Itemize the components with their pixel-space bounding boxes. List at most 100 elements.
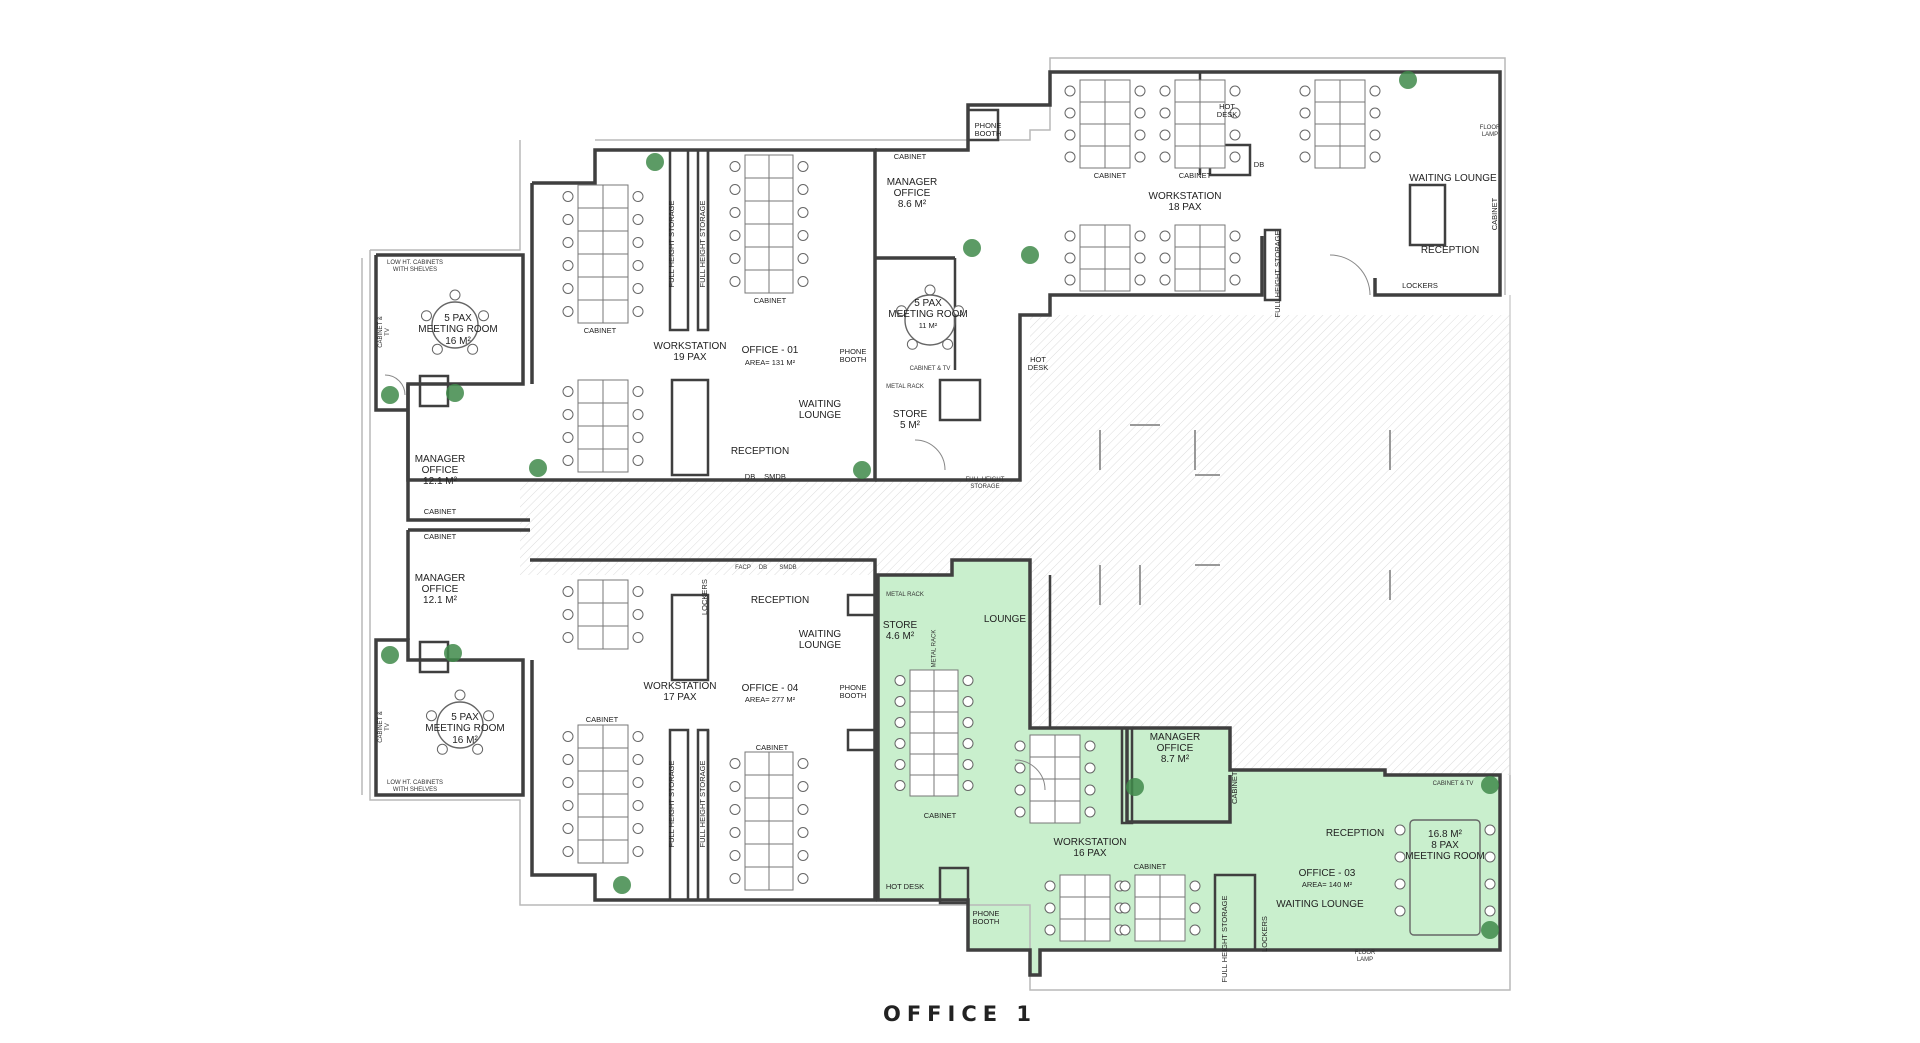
chair xyxy=(562,846,574,857)
desk xyxy=(602,299,629,324)
chair xyxy=(562,754,574,765)
desk xyxy=(1059,918,1086,942)
chair xyxy=(632,191,644,202)
office-01-waiting-lounge: WAITING LOUNGE xyxy=(798,399,842,421)
office-02-workstation: WORKSTATION 18 PAX xyxy=(1148,191,1222,213)
desk xyxy=(577,793,604,818)
office-04-lockers: LOCKERS xyxy=(700,579,709,615)
desk xyxy=(577,253,604,278)
desk xyxy=(744,820,770,845)
desk xyxy=(933,669,959,692)
desk xyxy=(577,839,604,864)
office-01-phone-booth: PHONE BOOTH xyxy=(839,347,867,364)
office-03-lockers: LOCKERS xyxy=(1260,916,1269,952)
desk xyxy=(1079,246,1106,270)
chair xyxy=(797,758,809,769)
desk xyxy=(768,269,794,294)
chair xyxy=(562,731,574,742)
desk xyxy=(1029,800,1056,824)
chair xyxy=(962,675,974,686)
chair xyxy=(562,800,574,811)
desk xyxy=(1314,145,1341,169)
desk xyxy=(602,770,629,795)
chair xyxy=(1084,806,1096,818)
chair xyxy=(562,586,574,597)
desk xyxy=(602,207,629,232)
office-04-facp: FACP xyxy=(735,565,751,571)
desk xyxy=(744,843,770,868)
low-cabinets-label-bottom: LOW HT. CABINETS WITH SHELVES xyxy=(386,780,443,793)
chair xyxy=(562,609,574,620)
chair xyxy=(632,609,644,620)
desk xyxy=(933,711,959,734)
chair xyxy=(1159,85,1171,97)
manager-office-a: MANAGER OFFICE 12.1 M² xyxy=(414,454,466,487)
chair xyxy=(436,743,448,755)
desk xyxy=(744,154,770,179)
desk xyxy=(1174,123,1201,147)
chair xyxy=(942,338,954,350)
chair xyxy=(729,161,741,172)
meeting-tables xyxy=(431,294,1481,936)
office-04-cabinet-1: CABINET xyxy=(585,715,619,724)
desk xyxy=(1079,224,1106,248)
chair xyxy=(1189,924,1201,936)
chair xyxy=(1484,905,1496,917)
chair xyxy=(632,386,644,397)
chair xyxy=(1159,274,1171,286)
office-03-name: OFFICE - 03 xyxy=(1298,868,1356,879)
desk xyxy=(577,299,604,324)
plant xyxy=(1481,921,1499,939)
office-03-metal-rack-2: METAL RACK xyxy=(931,629,938,668)
office-03-metal-rack: METAL RACK xyxy=(886,592,924,598)
chair xyxy=(1229,129,1241,141)
desk xyxy=(602,724,629,749)
office-03-floor-lamp: FLOOR LAMP xyxy=(1354,950,1376,963)
chair xyxy=(962,780,974,791)
desk xyxy=(909,732,935,755)
chair xyxy=(729,184,741,195)
office-04-area: AREA= 277 M² xyxy=(744,695,796,704)
desk xyxy=(768,774,794,799)
chair xyxy=(962,696,974,707)
chair xyxy=(562,823,574,834)
chair xyxy=(1229,230,1241,242)
low-cabinets-label-top: LOW HT. CABINETS WITH SHELVES xyxy=(386,260,443,273)
chair xyxy=(906,338,918,350)
office-03-phone-booth: PHONE BOOTH xyxy=(972,909,1000,926)
desk xyxy=(1314,101,1341,125)
desk xyxy=(602,230,629,255)
chair xyxy=(1159,151,1171,163)
chair xyxy=(1014,762,1026,774)
chair xyxy=(1134,151,1146,163)
chair xyxy=(729,207,741,218)
plant xyxy=(646,153,664,171)
chair xyxy=(1159,129,1171,141)
office-04-db: DB xyxy=(758,565,768,571)
chair xyxy=(797,253,809,264)
desk xyxy=(1134,874,1161,898)
office-04-phone-booth: PHONE BOOTH xyxy=(839,683,867,700)
chair xyxy=(632,409,644,420)
common-area xyxy=(520,315,1510,775)
desk xyxy=(1079,79,1106,103)
office-01-full-height-storage-2: FULL HEIGHT STORAGE xyxy=(698,200,707,288)
chair xyxy=(1299,129,1311,141)
cabinet-label-a: CABINET xyxy=(423,507,457,516)
chair xyxy=(1189,880,1201,892)
desk xyxy=(1199,123,1226,147)
desk xyxy=(602,579,629,604)
desk xyxy=(1199,145,1226,169)
office-03-lounge: LOUNGE xyxy=(983,614,1027,625)
chair xyxy=(1044,902,1056,914)
chair xyxy=(924,284,936,296)
chair xyxy=(1014,784,1026,796)
desk xyxy=(1029,734,1056,758)
chair xyxy=(1084,740,1096,752)
chair xyxy=(797,161,809,172)
chair xyxy=(632,586,644,597)
chair xyxy=(1044,880,1056,892)
desk xyxy=(933,732,959,755)
office-02-cabinet: CABINET xyxy=(893,152,927,161)
chair xyxy=(729,758,741,769)
